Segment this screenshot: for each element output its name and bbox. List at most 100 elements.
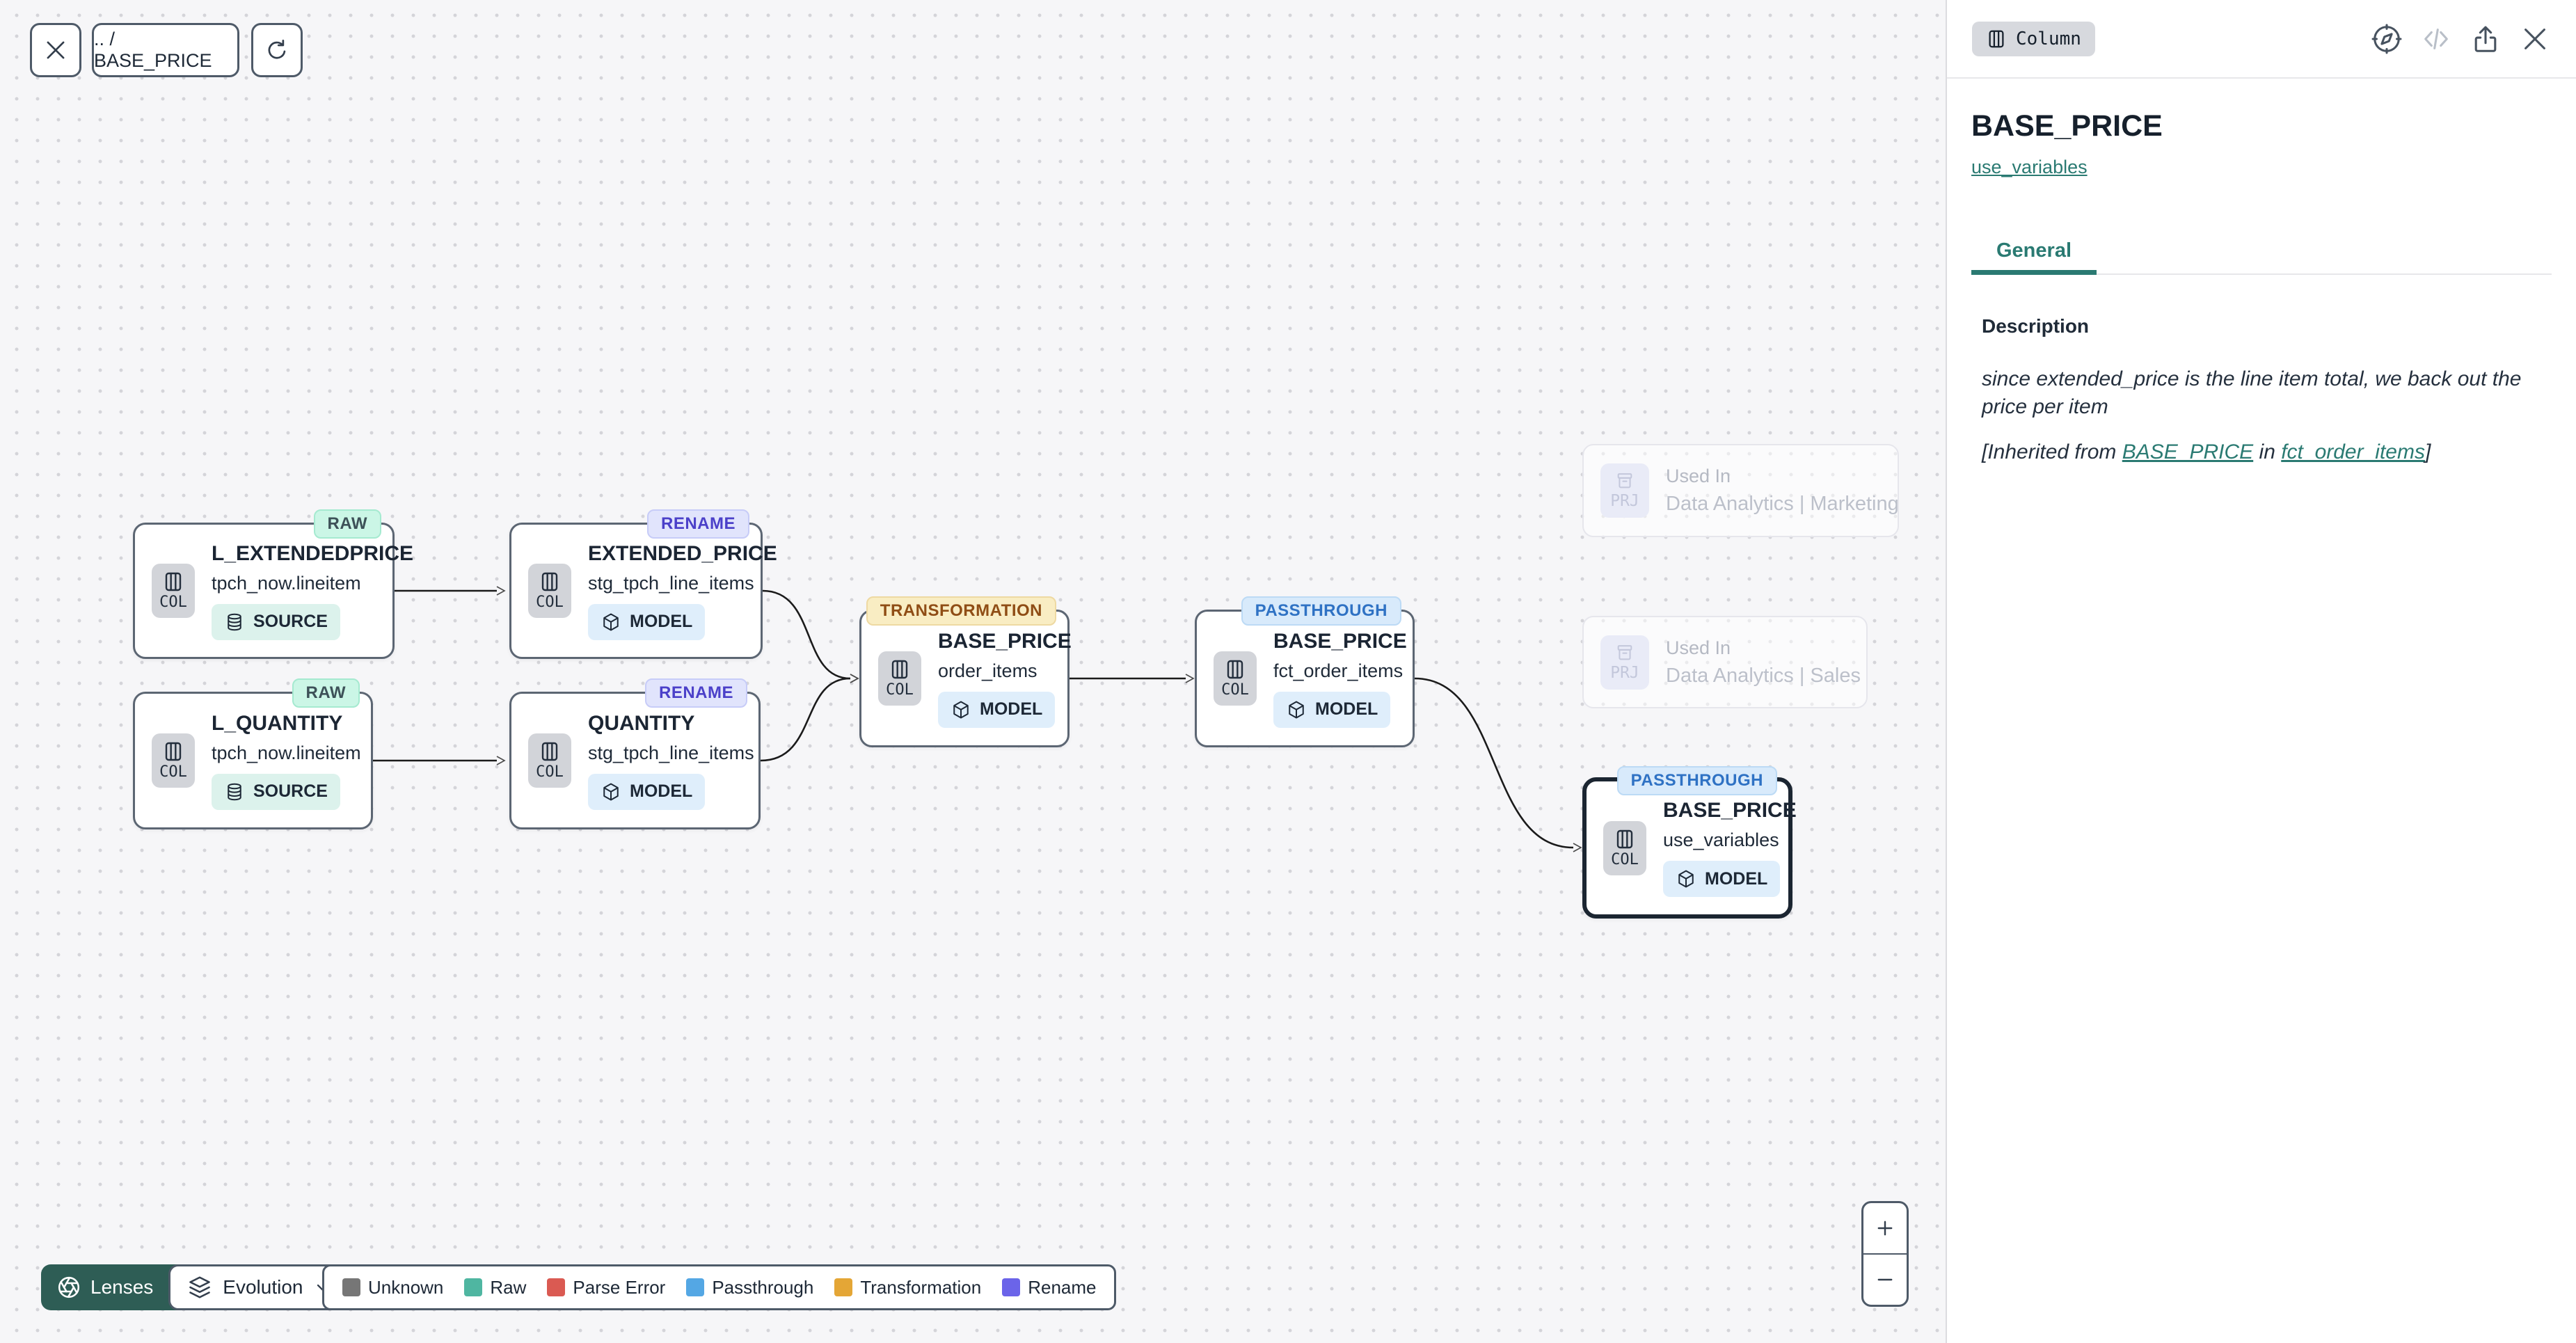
node-kind-chip: MODEL [938,691,1056,728]
node-content: BASE_PRICE order_items MODEL [938,630,1072,728]
column-type-label: COL [1221,681,1249,699]
layers-icon [189,1276,211,1298]
lineage-node[interactable]: TRANSFORMATION COL BASE_PRICE order_item… [859,596,1072,747]
model-cube-icon [1678,870,1694,888]
legend-item: Parse Error [547,1277,665,1298]
evolution-legend: Unknown Raw Parse Error Passthrough Tran… [322,1264,1117,1310]
column-type-chip: COL [1214,651,1257,706]
node-kind-label: MODEL [1315,699,1378,719]
lineage-node[interactable]: RAW COL L_QUANTITY tpch_now.lineitem SOU… [133,678,373,829]
legend-label: Parse Error [573,1276,666,1298]
column-type-label: COL [536,594,564,611]
legend-label: Passthrough [712,1276,814,1298]
columns-icon [165,742,182,761]
node-content: BASE_PRICE use_variables MODEL [1663,799,1797,897]
lineage-node[interactable]: RENAME COL EXTENDED_PRICE stg_tpch_line_… [509,509,777,659]
model-cube-icon [1289,701,1304,718]
minus-icon [1877,1278,1893,1281]
close-icon[interactable] [2519,23,2551,55]
node-kind-label: MODEL [980,699,1043,719]
lenses-label: Lenses [90,1276,154,1298]
column-type-chip: COL [152,564,195,618]
columns-icon [541,742,558,761]
node-title: L_EXTENDEDPRICE [212,541,414,565]
node-table: tpch_now.lineitem [212,572,361,594]
compass-icon[interactable] [2371,23,2403,55]
used-in-name: Data Analytics | Marketing [1666,493,1899,515]
used-in-card[interactable]: PRJ Used In Data Analytics | Sales [1582,616,1868,708]
legend-item: Transformation [834,1277,981,1298]
node-table: use_variables [1663,829,1779,850]
column-type-label: COL [1611,850,1639,868]
code-icon[interactable] [2420,23,2452,55]
project-type-label: PRJ [1610,663,1639,682]
used-in-card[interactable]: PRJ Used In Data Analytics | Marketing [1582,444,1899,537]
entity-type-label: Column [2016,28,2081,49]
lineage-node[interactable]: RAW COL L_EXTENDEDPRICE tpch_now.lineite… [133,509,413,659]
details-panel-header: Column [1947,0,2576,79]
lineage-node[interactable]: PASSTHROUGH COL BASE_PRICE fct_order_ite… [1195,596,1415,747]
legend-item: Rename [1002,1277,1096,1298]
inherited-model-link[interactable]: fct_order_items [2281,440,2425,463]
model-cube-icon [603,613,619,630]
legend-label: Rename [1028,1276,1097,1298]
legend-label: Transformation [860,1276,982,1298]
model-link[interactable]: use_variables [1971,157,2088,177]
used-in-label: Used In [1666,466,1731,486]
columns-icon [1616,829,1633,848]
model-cube-icon [953,701,969,718]
columns-icon [1227,660,1243,679]
legend-label: Unknown [368,1276,444,1298]
column-title: BASE_PRICE [1971,109,2163,143]
node-title: BASE_PRICE [938,629,1072,653]
aperture-icon [58,1276,80,1298]
lineage-canvas[interactable]: PRJ Used In Data Analytics | Marketing P… [0,0,1946,1343]
node-title: L_QUANTITY [212,711,343,735]
evolution-badge: TRANSFORMATION [866,596,1056,626]
description-section: Description since extended_price is the … [1971,315,2552,464]
lenses-button[interactable]: Lenses [41,1264,168,1310]
node-kind-label: SOURCE [253,781,328,801]
breadcrumb-label: .. / BASE_PRICE [94,29,212,71]
node-table: order_items [938,660,1037,681]
inherited-suffix: ] [2424,440,2431,463]
zoom-out-button[interactable] [1863,1255,1907,1305]
details-panel: Column BASE_PRICE use_variables General … [1946,0,2576,1343]
lens-selector[interactable]: Evolution [168,1264,352,1310]
lineage-node[interactable]: PASSTHROUGH COL BASE_PRICE use_variables… [1582,766,1797,919]
node-content: BASE_PRICE fct_order_items MODEL [1273,630,1407,728]
inherited-column-link[interactable]: BASE_PRICE [2122,440,2254,463]
description-heading: Description [1982,315,2090,337]
tab-general[interactable]: General [1971,239,2097,275]
used-in-name: Data Analytics | Sales [1666,664,1861,687]
column-type-chip: COL [528,564,571,618]
node-kind-label: MODEL [1705,868,1768,889]
share-icon[interactable] [2470,23,2502,55]
evolution-badge: RENAME [644,678,747,708]
column-type-chip: COL [878,651,921,706]
evolution-badge: PASSTHROUGH [1241,596,1401,626]
lineage-node[interactable]: RENAME COL QUANTITY stg_tpch_line_items … [509,678,761,829]
node-title: QUANTITY [588,711,695,735]
close-lineage-button[interactable] [30,23,81,77]
node-content: QUANTITY stg_tpch_line_items MODEL [588,712,754,810]
node-content: EXTENDED_PRICE stg_tpch_line_items MODEL [588,542,777,640]
archive-icon [1617,473,1632,488]
column-type-label: COL [886,681,914,699]
used-in-content: Used In Data Analytics | Marketing [1666,466,1899,516]
details-panel-body: BASE_PRICE use_variables General Descrip… [1947,109,2576,464]
node-kind-label: MODEL [630,781,693,801]
zoom-in-button[interactable] [1863,1203,1907,1255]
column-type-chip: COL [152,733,195,788]
node-title: BASE_PRICE [1663,799,1797,822]
project-type-chip: PRJ [1600,463,1649,518]
node-kind-chip: MODEL [1273,691,1391,728]
zoom-controls [1861,1201,1909,1307]
breadcrumb[interactable]: .. / BASE_PRICE [92,23,239,77]
refresh-button[interactable] [251,23,303,77]
node-table: fct_order_items [1273,660,1404,681]
node-kind-chip: MODEL [1663,861,1781,897]
inherited-middle: in [2253,440,2282,463]
evolution-badge: RENAME [646,509,749,539]
node-content: L_EXTENDEDPRICE tpch_now.lineitem SOURCE [212,542,413,640]
